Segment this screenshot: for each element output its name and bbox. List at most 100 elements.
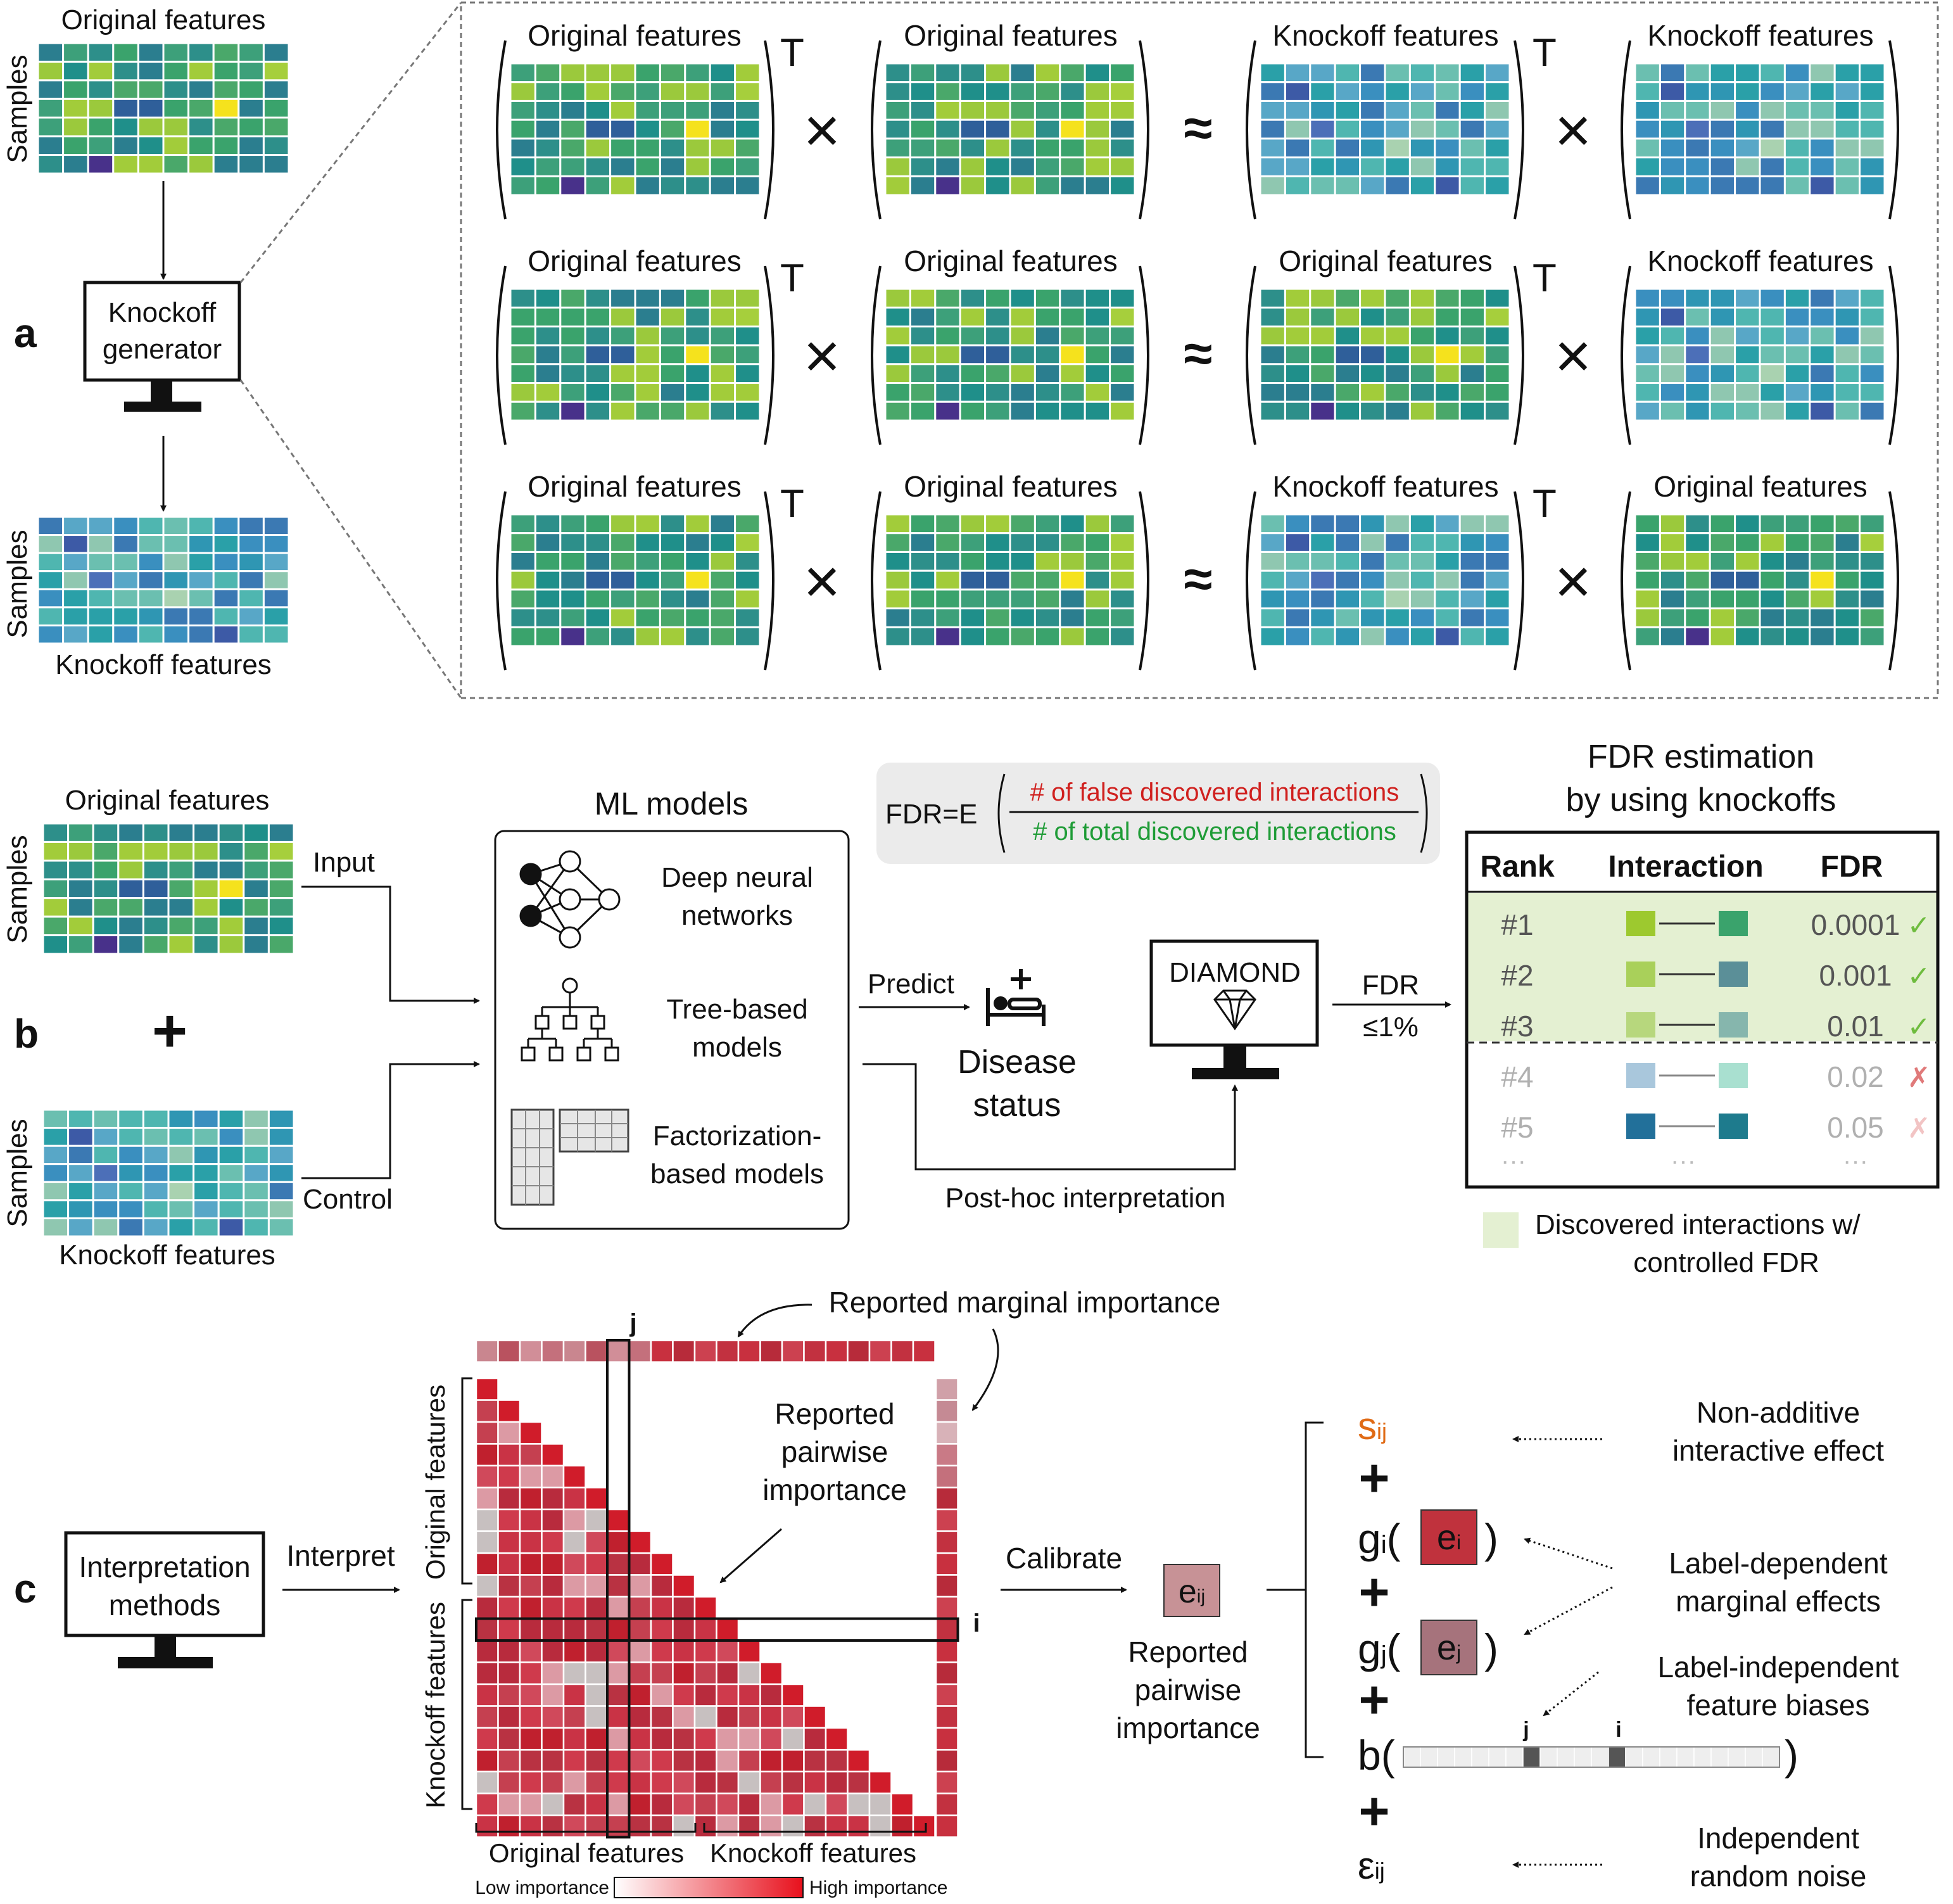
fdr-arrow-label-1: FDR xyxy=(1362,970,1419,1001)
matrix-cell xyxy=(734,588,761,610)
plus-1: + xyxy=(1358,1448,1389,1507)
matrix-cell xyxy=(1833,588,1861,610)
marginal-label: Reported marginal importance xyxy=(829,1286,1221,1319)
matrix-cell xyxy=(217,841,245,862)
matrix-cell xyxy=(1434,588,1461,610)
matrix-cell xyxy=(87,117,115,137)
heat-cell xyxy=(628,1727,652,1751)
matrix-cell xyxy=(1109,325,1136,346)
matrix-cell xyxy=(709,325,736,346)
matrix-cell xyxy=(1659,156,1686,177)
matrix-cell xyxy=(1684,626,1711,647)
marginal-cell-top xyxy=(890,1339,914,1363)
paren-right xyxy=(1888,40,1899,220)
matrix-cell xyxy=(1709,81,1736,102)
matrix-cell xyxy=(709,62,736,84)
matrix-cell xyxy=(734,344,761,365)
matrix-cell xyxy=(1734,513,1761,535)
matrix-cell xyxy=(137,60,165,82)
matrix-cell xyxy=(142,841,170,862)
matrix-cell xyxy=(1659,62,1686,84)
heat-cell xyxy=(519,1487,543,1511)
matrix-cell xyxy=(584,156,612,177)
desc-labelind-2: feature biases xyxy=(1687,1689,1870,1722)
eq-title-r2-c3: Original features xyxy=(1653,470,1868,503)
matrix-cell xyxy=(1684,288,1711,309)
matrix-cell xyxy=(909,81,937,102)
matrix-cell xyxy=(1084,569,1111,591)
eq-title-r0-c2: Knockoff features xyxy=(1272,19,1498,52)
matrix-cell xyxy=(42,934,70,955)
paren-right xyxy=(1139,491,1149,671)
matrix-cell xyxy=(509,363,536,384)
matrix-cell xyxy=(87,516,115,536)
matrix-cell xyxy=(212,42,240,63)
matrix-cell xyxy=(42,1163,70,1183)
matrix-cell xyxy=(1259,118,1286,140)
matrix-cell xyxy=(884,382,911,403)
matrix-cell xyxy=(684,363,711,384)
eq-matrix-r0-c0 xyxy=(509,62,761,196)
matrix-cell xyxy=(142,915,170,937)
matrix-cell xyxy=(1384,118,1411,140)
matrix-cell xyxy=(1684,363,1711,384)
matrix-cell xyxy=(934,99,961,121)
heat-cell xyxy=(606,1727,630,1751)
matrix-cell xyxy=(1783,137,1811,159)
matrix-cell xyxy=(609,325,636,346)
matrix-cell xyxy=(92,897,120,918)
matrix-cell xyxy=(984,156,1011,177)
matrix-cell xyxy=(1859,550,1886,572)
heat-cell xyxy=(562,1552,586,1576)
approx-r0: ≈ xyxy=(1184,99,1212,157)
matrix-cell xyxy=(1284,325,1311,346)
model-fact-1: Factorization- xyxy=(653,1120,822,1152)
heat-cell xyxy=(759,1793,783,1817)
eq-matrix-r2-c2 xyxy=(1259,513,1511,647)
matrix-cell xyxy=(1259,363,1286,384)
heat-cell xyxy=(475,1574,499,1598)
plus-2: + xyxy=(1358,1562,1389,1622)
matrix-cell xyxy=(659,137,686,159)
matrix-cell xyxy=(1759,118,1786,140)
matrix-cell xyxy=(534,382,562,403)
matrix-cell xyxy=(1458,325,1486,346)
matrix-cell xyxy=(237,154,265,175)
matrix-cell xyxy=(1408,588,1436,610)
matrix-cell xyxy=(87,588,115,609)
matrix-cell xyxy=(1634,175,1661,196)
matrix-cell xyxy=(1309,550,1336,572)
matrix-cell xyxy=(167,1199,195,1219)
matrix-cell xyxy=(1458,550,1486,572)
matrix-cell xyxy=(909,513,937,535)
bias-bar-j: j xyxy=(1522,1718,1529,1742)
matrix-cell xyxy=(1659,607,1686,628)
matrix-cell xyxy=(1408,550,1436,572)
matrix-cell xyxy=(1284,569,1311,591)
matrix-cell xyxy=(167,878,195,899)
matrix-cell xyxy=(934,175,961,196)
heat-cell xyxy=(759,1705,783,1729)
matrix-cell xyxy=(1309,62,1336,84)
matrix-cell xyxy=(217,1181,245,1202)
matrix-cell xyxy=(934,344,961,365)
heat-cell xyxy=(541,1683,565,1707)
marginal-cell-top xyxy=(497,1339,521,1363)
matrix-cell xyxy=(559,513,586,535)
matrix-cell xyxy=(1484,513,1511,535)
matrix-cell xyxy=(212,117,240,137)
matrix-cell xyxy=(734,175,761,196)
column-j-highlight xyxy=(606,1339,631,1839)
matrix-cell xyxy=(984,550,1011,572)
matrix-cell xyxy=(117,1217,144,1238)
matrix-cell xyxy=(909,588,937,610)
matrix-cell xyxy=(509,588,536,610)
interaction-feature-b xyxy=(1719,1012,1748,1038)
matrix-cell xyxy=(1434,62,1461,84)
matrix-cell xyxy=(1009,344,1036,365)
matrix-cell xyxy=(1709,344,1736,365)
cross-icon: ✗ xyxy=(1907,1113,1931,1144)
matrix-cell xyxy=(1334,513,1362,535)
matrix-cell xyxy=(1734,156,1761,177)
matrix-cell xyxy=(1709,99,1736,121)
